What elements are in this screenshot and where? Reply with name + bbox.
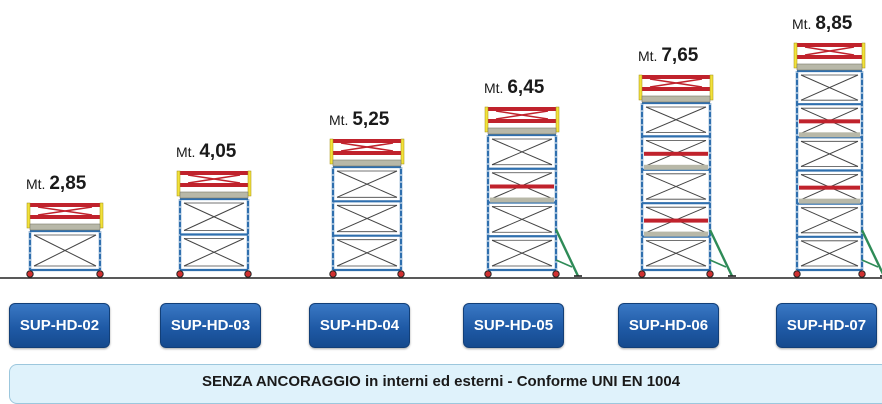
wheel-icon: [706, 270, 714, 278]
height-value: 7,65: [661, 45, 698, 66]
height-value: 2,85: [49, 173, 86, 194]
outrigger-icon: [708, 229, 736, 277]
model-button-sup-hd-06[interactable]: SUP-HD-06: [618, 303, 719, 348]
height-label: Mt. 7,65: [638, 45, 699, 66]
scaffold-tower: Mt. 2,85: [26, 173, 104, 278]
height-value: 5,25: [352, 109, 389, 130]
wheel-icon: [329, 270, 337, 278]
scaffold-tower: Mt. 7,65: [638, 45, 736, 278]
scaffold-tower: Mt. 8,85: [792, 13, 882, 278]
outrigger-icon: [860, 229, 882, 277]
height-label: Mt. 6,45: [484, 77, 545, 98]
height-prefix: Mt.: [329, 112, 352, 128]
wheel-icon: [244, 270, 252, 278]
wheel-icon: [793, 270, 801, 278]
footer-note: SENZA ANCORAGGIO in interni ed esterni -…: [201, 373, 681, 390]
height-label: Mt. 5,25: [329, 109, 390, 130]
model-button-sup-hd-07[interactable]: SUP-HD-07: [776, 303, 877, 348]
height-prefix: Mt.: [26, 176, 49, 192]
outrigger-icon: [554, 228, 582, 277]
height-prefix: Mt.: [484, 80, 507, 96]
height-value: 4,05: [199, 141, 236, 162]
wheel-icon: [858, 270, 866, 278]
wheel-icon: [638, 270, 646, 278]
wheel-icon: [96, 270, 104, 278]
wheel-icon: [397, 270, 405, 278]
scaffold-tower: Mt. 4,05: [176, 141, 252, 278]
model-button-sup-hd-05[interactable]: SUP-HD-05: [463, 303, 564, 348]
model-button-sup-hd-04[interactable]: SUP-HD-04: [309, 303, 410, 348]
wheel-icon: [484, 270, 492, 278]
height-prefix: Mt.: [638, 48, 661, 64]
height-prefix: Mt.: [792, 16, 815, 32]
scaffold-tower: Mt. 5,25: [329, 109, 405, 278]
wheel-icon: [552, 270, 560, 278]
model-button-sup-hd-02[interactable]: SUP-HD-02: [9, 303, 110, 348]
wheel-icon: [176, 270, 184, 278]
height-label: Mt. 8,85: [792, 13, 853, 34]
model-button-sup-hd-03[interactable]: SUP-HD-03: [160, 303, 261, 348]
height-label: Mt. 2,85: [26, 173, 87, 194]
height-label: Mt. 4,05: [176, 141, 237, 162]
height-value: 8,85: [815, 13, 852, 34]
height-value: 6,45: [507, 77, 544, 98]
wheel-icon: [26, 270, 34, 278]
height-prefix: Mt.: [176, 144, 199, 160]
scaffold-tower: Mt. 6,45: [484, 77, 582, 278]
